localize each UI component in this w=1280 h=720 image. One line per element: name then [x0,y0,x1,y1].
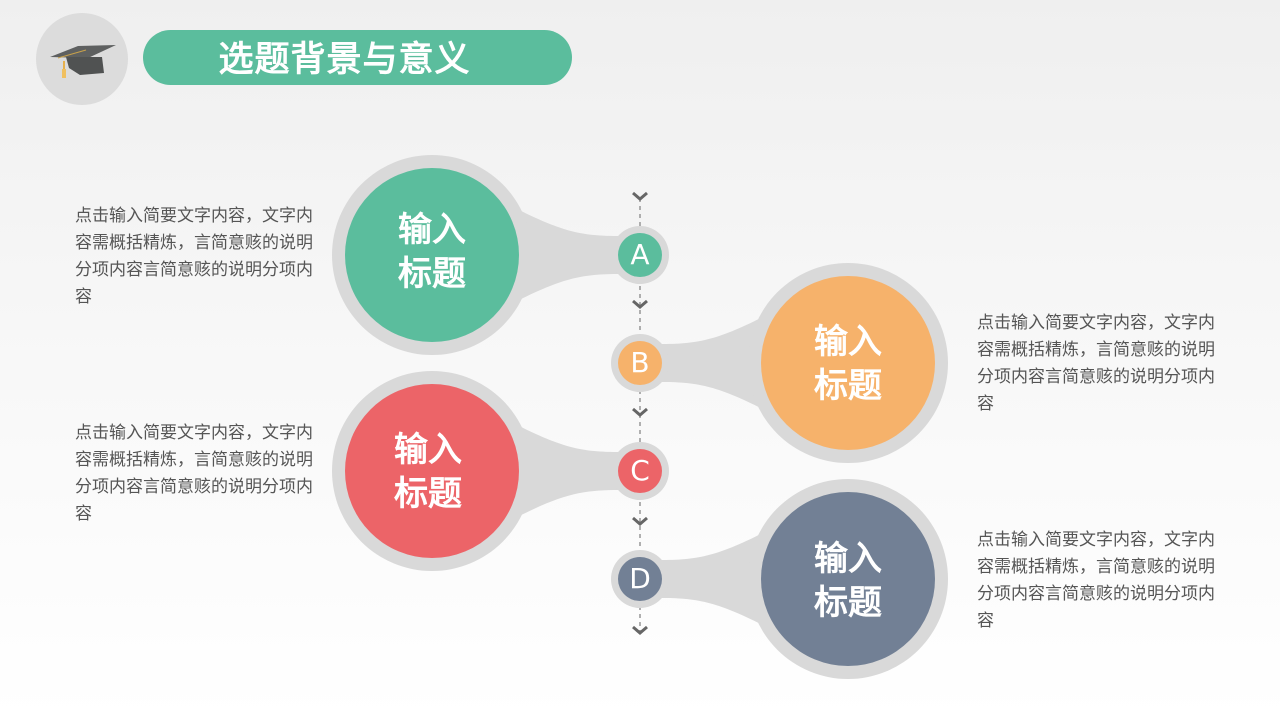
node-d-title-line1: 输入 [814,539,882,579]
node-a-shape [332,155,669,355]
node-d-shape [611,479,948,679]
node-a-description: 点击输入简要文字内容，文字内容需概括精炼，言简意赅的说明分项内容言简意赅的说明分… [75,206,313,307]
node-a-title: 输入 标题 [362,208,502,296]
node-a-letter: A [630,238,650,271]
node-d-description: 点击输入简要文字内容，文字内容需概括精炼，言简意赅的说明分项内容言简意赅的说明分… [977,530,1215,631]
node-c-title: 输入 标题 [358,428,498,516]
node-d-title-line2: 标题 [814,583,882,623]
node-c-shape [332,371,669,571]
node-c-title-line2: 标题 [394,474,462,514]
node-d-letter: D [629,562,651,595]
node-b-description: 点击输入简要文字内容，文字内容需概括精炼，言简意赅的说明分项内容言简意赅的说明分… [977,313,1215,414]
node-b-letter: B [630,346,650,379]
page-title: 选题背景与意义 [218,40,471,80]
node-b-shape [611,263,948,463]
chevron-down-icon [632,191,648,201]
chevron-down-icon [632,516,648,526]
node-c-title-line1: 输入 [394,430,462,470]
logo-badge [36,13,128,105]
node-a-title-line1: 输入 [398,210,466,250]
node-d-title: 输入 标题 [778,537,918,625]
node-b-title: 输入 标题 [778,320,918,408]
chevron-down-icon [632,407,648,417]
graduation-cap-icon [50,45,116,78]
chevron-down-icon [632,625,648,635]
node-c-letter: C [630,454,650,487]
chevron-down-icon [632,299,648,309]
node-c-description: 点击输入简要文字内容，文字内容需概括精炼，言简意赅的说明分项内容言简意赅的说明分… [75,423,313,524]
node-b-title-line1: 输入 [814,322,882,362]
node-a-title-line2: 标题 [398,254,466,294]
node-b-title-line2: 标题 [814,366,882,406]
title-banner: 选题背景与意义 [143,30,572,85]
